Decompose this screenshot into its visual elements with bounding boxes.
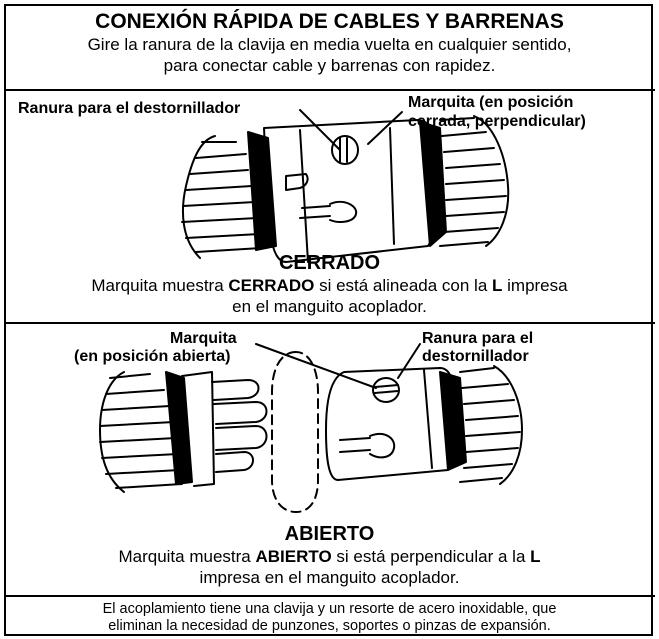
open-right-collar-shape (439, 371, 467, 471)
open-mark-leader-line (255, 343, 377, 389)
header-section: CONEXIÓN RÁPIDA DE CABLES Y BARRENAS Gir… (4, 10, 655, 76)
divider-header (4, 89, 655, 91)
open-left-half-coupling-shape (181, 371, 268, 487)
open-slot-label-line-2: destornillador (422, 348, 529, 365)
closed-mark-leader-line (367, 111, 403, 145)
subtitle-line-1: Gire la ranura de la clavija en media vu… (87, 35, 572, 54)
open-spring-loop-shape (271, 351, 319, 513)
closed-desc-line-2: en el manguito acoplador. (232, 297, 427, 316)
open-right-cable-icon (459, 365, 523, 485)
closed-pin-icon (331, 135, 359, 165)
open-left-cable-icon (99, 371, 183, 493)
open-slot-label-line-1: Ranura para el (422, 330, 534, 347)
page-frame (4, 4, 653, 636)
open-state-title: ABIERTO (284, 523, 375, 545)
open-caption: ABIERTO Marquita muestra ABIERTO si está… (4, 522, 655, 588)
divider-closed (4, 322, 655, 324)
open-slot-leader-line (397, 343, 421, 379)
footer-line-2: eliminan la necesidad de punzones, sopor… (108, 618, 551, 634)
closed-state-title: CERRADO (278, 252, 381, 274)
open-desc-line-2: impresa en el manguito acoplador. (199, 568, 460, 587)
page-title: CONEXIÓN RÁPIDA DE CABLES Y BARRENAS (95, 10, 564, 33)
open-pin-icon (372, 377, 400, 403)
closed-slot-leader-line (299, 109, 341, 151)
closed-mark-label-line-1: Marquita (en posición (408, 94, 574, 111)
closed-caption: CERRADO Marquita muestra CERRADO si está… (4, 251, 655, 317)
closed-mark-label-line-2: cerrada, perpendicular) (408, 113, 586, 130)
open-desc-line-1: Marquita muestra ABIERTO si está perpend… (118, 547, 541, 566)
closed-right-collar-shape (419, 121, 447, 247)
open-mark-label-line-2: (en posición abierta) (74, 348, 231, 365)
closed-right-cable-icon (439, 115, 510, 247)
subtitle-line-2: para conectar cable y barrenas con rapid… (163, 56, 496, 75)
divider-open (4, 595, 655, 597)
closed-desc-line-1: Marquita muestra CERRADO si está alinead… (91, 276, 568, 295)
footer: El acoplamiento tiene una clavija y un r… (4, 601, 655, 635)
closed-coupling-sleeve-shape (263, 119, 441, 263)
closed-slot-label: Ranura para el destornillador (18, 100, 241, 117)
footer-line-1: El acoplamiento tiene una clavija y un r… (102, 601, 557, 617)
open-left-collar-shape (165, 371, 193, 485)
closed-left-cable-icon (181, 135, 263, 259)
closed-left-collar-shape (247, 131, 277, 251)
open-mark-label-line-1: Marquita (170, 330, 237, 347)
